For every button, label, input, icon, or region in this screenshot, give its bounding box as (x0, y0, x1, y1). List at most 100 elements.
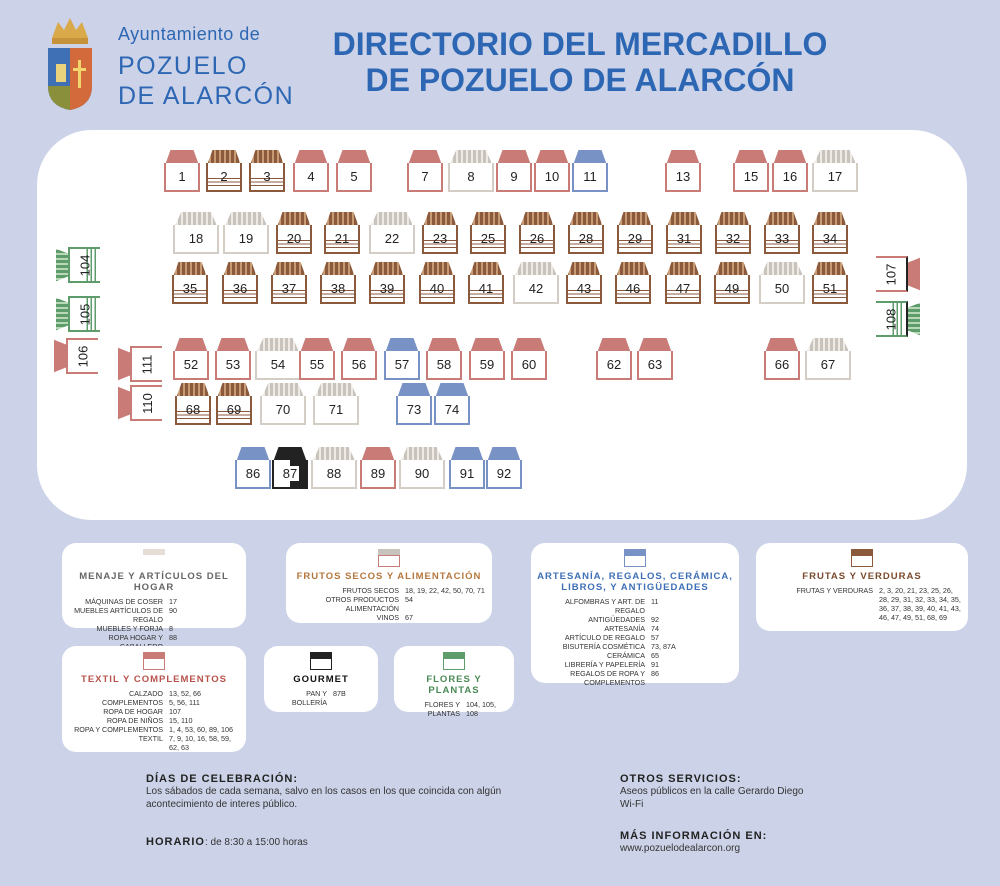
info-url[interactable]: www.pozuelodealarcon.org (620, 843, 741, 854)
legend-row: TEXTIL 7, 9, 10, 16, 58, 59, 62, 63 (68, 734, 240, 752)
stall-body: 68 (175, 396, 211, 425)
stall-number: 67 (820, 357, 836, 372)
stall-body: 36 (222, 275, 258, 304)
legend-title: TEXTIL Y COMPLEMENTOS (81, 674, 227, 685)
stall-body: 66 (764, 351, 800, 380)
stall-awning (765, 338, 799, 351)
stall-number: 7 (421, 169, 429, 184)
legend-category: ROPA Y COMPLEMENTOS (74, 725, 163, 734)
stall-number: 74 (444, 402, 460, 417)
grey-stall-icon (143, 549, 165, 567)
stall-awning (450, 150, 492, 163)
legend-category: BISUTERÍA COSMÉTICA (562, 642, 645, 651)
legend-card-frutos: FRUTOS SECOS Y ALIMENTACIÓN FRUTOS SECOS… (286, 543, 492, 623)
legend-stall-numbers: 7, 9, 10, 16, 58, 59, 62, 63 (169, 734, 231, 752)
legend-card-artesania: ARTESANÍA, REGALOS, CERÁMICA, LIBROS, Y … (531, 543, 739, 687)
stall-body: 7 (407, 163, 443, 192)
stall-awning (385, 338, 419, 351)
stall-number: 18 (188, 231, 204, 246)
horario-title: HORARIO (146, 836, 205, 848)
stall-body: 32 (715, 225, 751, 254)
stall-41: 41 (468, 262, 504, 304)
legend-category: VINOS (376, 613, 399, 622)
stall-body: 73 (396, 396, 432, 425)
stall-106: 106 (54, 338, 98, 374)
stall-awning (216, 338, 250, 351)
footer-info: MÁS INFORMACIÓN EN: www.pozuelodealarcon… (620, 830, 920, 855)
stall-number: 53 (225, 357, 241, 372)
stall-number: 11 (583, 169, 597, 184)
stall-body: 110 (130, 385, 162, 421)
stall-29: 29 (617, 212, 653, 254)
legend-category: OTROS PRODUCTOS ALIMENTACIÓN (325, 595, 399, 613)
stall-number: 9 (510, 169, 518, 184)
stall-awning (435, 383, 469, 396)
stall-number: 46 (625, 281, 641, 296)
stall-awning (294, 150, 328, 163)
stall-number: 51 (822, 281, 838, 296)
stall-awning (666, 150, 700, 163)
stall-awning (223, 262, 257, 275)
stall-awning (616, 262, 650, 275)
logo-text-alarcon: DE ALARCÓN (118, 82, 295, 110)
stall-awning (807, 338, 849, 351)
stall-body: 22 (369, 225, 415, 254)
stall-number: 66 (774, 357, 790, 372)
stall-number: 4 (307, 169, 315, 184)
legend-category: TEXTIL (138, 734, 163, 743)
stall-number: 28 (578, 231, 594, 246)
page-title-line1: DIRECTORIO DEL MERCADILLO (332, 26, 828, 62)
stall-number: 36 (232, 281, 248, 296)
logo-text-ayuntamiento: Ayuntamiento de (118, 24, 261, 44)
stall-number: 56 (351, 357, 367, 372)
stall-70: 70 (260, 383, 306, 425)
stall-awning (427, 338, 461, 351)
stall-9: 9 (496, 150, 532, 192)
stall-body: 26 (519, 225, 555, 254)
legend-title: ARTESANÍA, REGALOS, CERÁMICA, LIBROS, Y … (537, 571, 733, 593)
stall-55: 55 (299, 338, 335, 380)
stall-number: 16 (782, 169, 798, 184)
stall-body: 86 (235, 460, 271, 489)
stall-number: 37 (281, 281, 297, 296)
stall-number: 105 (77, 303, 93, 325)
stall-body: 90 (399, 460, 445, 489)
legend-category: ARTESANÍA (604, 624, 645, 633)
stall-body: 56 (341, 351, 377, 380)
stall-awning (273, 447, 307, 460)
stall-body: 58 (426, 351, 462, 380)
legend-category: CERÁMICA (607, 651, 645, 660)
horario-text: : de 8:30 a 15:00 horas (204, 837, 308, 848)
stall-63: 63 (637, 338, 673, 380)
legend-stall-numbers: 8 (169, 624, 173, 633)
stall-number: 38 (330, 281, 346, 296)
stall-awning (520, 212, 554, 225)
stall-body: 25 (470, 225, 506, 254)
stall-38: 38 (320, 262, 356, 304)
stall-body: 19 (223, 225, 269, 254)
otros-title: OTROS SERVICIOS: (620, 773, 742, 785)
stall-34: 34 (812, 212, 848, 254)
legend-stall-numbers: 54 (405, 595, 413, 604)
stall-number: 25 (480, 231, 496, 246)
stall-number: 55 (309, 357, 325, 372)
stall-awning (272, 262, 306, 275)
stall-37: 37 (271, 262, 307, 304)
stall-body: 106 (66, 338, 98, 374)
stall-body: 21 (324, 225, 360, 254)
stall-43: 43 (566, 262, 602, 304)
stall-46: 46 (615, 262, 651, 304)
stall-54: 54 (255, 338, 301, 380)
stall-awning (165, 150, 199, 163)
legend-row: OTROS PRODUCTOS ALIMENTACIÓN 54 (292, 595, 486, 613)
stall-body: 57 (384, 351, 420, 380)
grey-stall-icon (378, 549, 400, 567)
footer-horario: HORARIO: de 8:30 a 15:00 horas (146, 836, 536, 849)
stall-number: 59 (479, 357, 495, 372)
legend-category: FLORES Y PLANTAS (424, 700, 460, 718)
